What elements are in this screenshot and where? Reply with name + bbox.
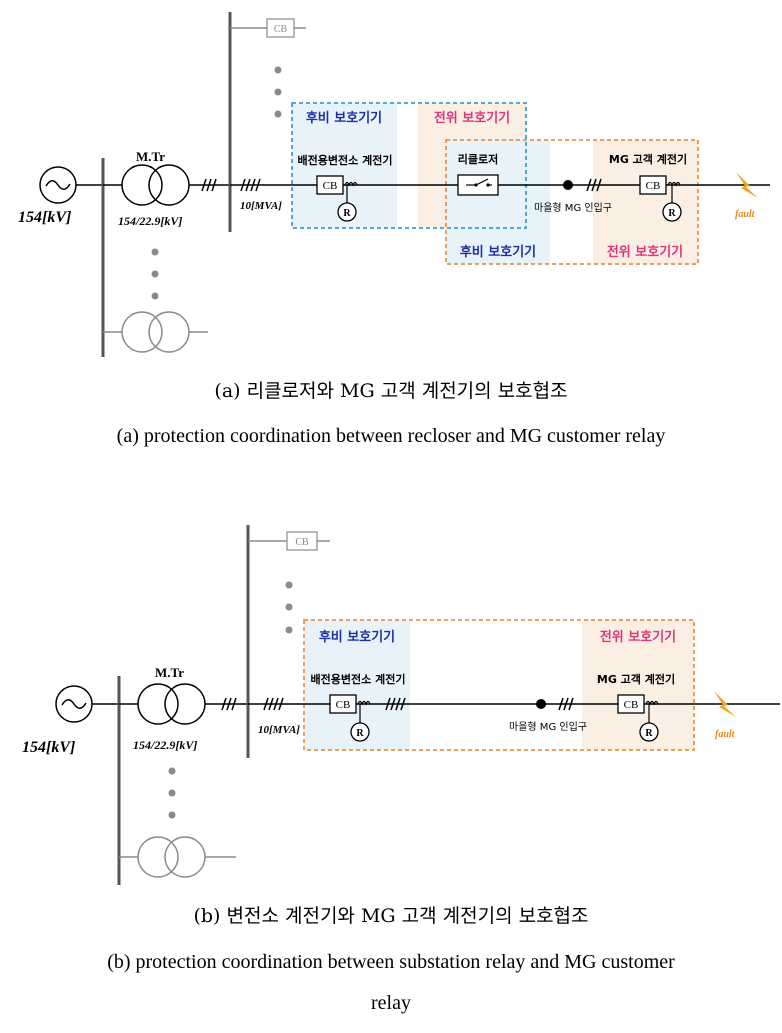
substation-b-cb-label: CB: [336, 699, 351, 711]
capacity-b-label: 10[MVA]: [258, 724, 300, 736]
dots-b-bottom: [168, 767, 176, 819]
recloser-a-box: [457, 174, 499, 196]
sine-b-icon: [61, 699, 87, 709]
relay-a-1-label: R: [343, 208, 351, 219]
fault-a-label: fault: [735, 209, 756, 220]
dots-a-bottom: [151, 248, 159, 300]
capacity-a-label: 10[MVA]: [240, 200, 282, 212]
relay-b-1-label: R: [356, 728, 364, 739]
zone-a-backup-1-label: 후비 보호기기: [306, 110, 382, 126]
ct-b-1-icon: [357, 700, 371, 706]
mg-a-cb-box: [639, 175, 667, 195]
source-b-kv-label: 154[kV]: [22, 739, 75, 756]
mg-a-cb-label: CB: [646, 180, 661, 192]
mg-b-cb-label: CB: [624, 699, 639, 711]
zone-a-dashed-orange: [445, 139, 699, 265]
transformer-a-ratio: 154/22.9[kV]: [118, 214, 182, 228]
caption-b-en-line1: (b) protection coordination between subs…: [107, 951, 675, 973]
relay-a-1-icon: [337, 202, 357, 222]
zone-a-primary-1-label: 전위 보호기기: [434, 110, 510, 126]
recloser-a-label: 리클로저: [458, 152, 498, 166]
transformer-a-gray-icon: [121, 311, 163, 353]
zone-b-backup-label: 후비 보호기기: [319, 629, 395, 645]
caption-b-en-line2: relay: [371, 992, 411, 1014]
feeder-a-cb-label: CB: [274, 24, 288, 35]
ct-a-1-icon: [344, 181, 358, 187]
ct-a-2-icon: [667, 181, 681, 187]
transformer-b-gray-icon: [137, 836, 179, 878]
zone-b-dashed-orange: [303, 619, 695, 751]
relay-b-2-icon: [639, 722, 659, 742]
substation-b-cb-box: [329, 694, 357, 714]
fault-a-lightning-icon: [736, 172, 758, 198]
transformer-b-label: M.Tr: [155, 665, 184, 680]
transformer-a-label: M.Tr: [136, 149, 165, 164]
zone-b-primary-label: 전위 보호기기: [600, 629, 676, 645]
mg-b-entry-label: 마을형 MG 인입구: [509, 720, 587, 733]
substation-a-relay-label: 배전용변전소 계전기: [298, 153, 393, 167]
mg-b-cb-box: [617, 694, 645, 714]
mg-entry-b-node: [536, 699, 546, 709]
substation-a-cb-box: [316, 175, 344, 195]
mg-entry-a-node: [563, 180, 573, 190]
zone-a-dashed-blue: [291, 102, 527, 229]
mg-a-relay-label: MG 고객 계전기: [609, 152, 687, 166]
substation-a-cb-label: CB: [323, 180, 338, 192]
transformer-b-icon: [137, 683, 179, 725]
sine-a-icon: [45, 180, 71, 190]
transformer-a-icon: [121, 164, 163, 206]
relay-a-2-icon: [662, 202, 682, 222]
relay-b-2-label: R: [645, 728, 653, 739]
caption-b-ko: (b) 변전소 계전기와 MG 고객 계전기의 보호협조: [193, 905, 588, 927]
zone-a-backup-2: [446, 140, 550, 264]
ct-b-2-icon: [645, 700, 659, 706]
dots-b-top: [285, 581, 293, 634]
zone-a-primary-2-label: 전위 보호기기: [607, 244, 683, 260]
fault-b-label: fault: [715, 729, 736, 740]
relay-a-2-label: R: [668, 208, 676, 219]
source-a-kv-label: 154[kV]: [18, 209, 71, 226]
zone-a-primary-2: [593, 140, 698, 264]
zone-b-primary: [582, 620, 694, 750]
dots-a-top: [274, 66, 282, 118]
caption-a-ko: (a) 리클로저와 MG 고객 계전기의 보호협조: [214, 380, 567, 402]
relay-b-1-icon: [350, 722, 370, 742]
transformer-b-ratio: 154/22.9[kV]: [133, 738, 197, 752]
substation-b-relay-label: 배전용변전소 계전기: [311, 672, 406, 686]
mg-b-relay-label: MG 고객 계전기: [597, 672, 675, 686]
fault-b-lightning-icon: [714, 691, 736, 717]
diagram-a: 154[kV] M.Tr 154/22.9[kV] 10[MVA] CB CB …: [18, 12, 770, 447]
feeder-b-cb-label: CB: [295, 537, 309, 548]
mg-a-entry-label: 마을형 MG 인입구: [534, 201, 612, 214]
zone-a-backup-2-label: 후비 보호기기: [460, 244, 536, 260]
caption-a-en: (a) protection coordination between recl…: [117, 425, 666, 447]
diagram-b: 154[kV] M.Tr 154/22.9[kV] 10[MVA] CB CB …: [22, 525, 780, 1014]
